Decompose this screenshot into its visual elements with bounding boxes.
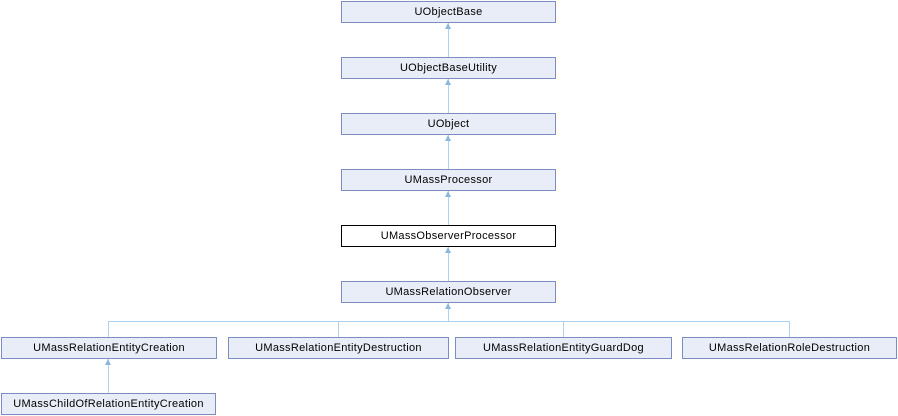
arrow-up-icon [445, 79, 451, 85]
edge-stub-umassrelationentitydestruction [338, 321, 339, 337]
edge-umassprocessor-to-uobject [448, 135, 449, 169]
class-node-uobjectbaseutility[interactable]: UObjectBaseUtility [341, 57, 556, 79]
arrow-up-icon [445, 23, 451, 29]
class-node-umassrelationentityguarddog[interactable]: UMassRelationEntityGuardDog [455, 337, 672, 359]
arrow-up-icon [445, 135, 451, 141]
class-node-umassprocessor[interactable]: UMassProcessor [341, 169, 556, 191]
edge-umasschildofrelationentitycreation-to-umassrelationentitycreation [108, 359, 109, 393]
arrow-up-icon [105, 359, 111, 365]
class-node-uobject[interactable]: UObject [341, 113, 556, 135]
edge-stub-umassrelationentitycreation [108, 321, 109, 337]
edge-umassobserverprocessor-to-umassprocessor [448, 191, 449, 225]
edge-umassrelationobserver-to-umassobserverprocessor [448, 247, 449, 281]
edge-uobject-to-uobjectbaseutility [448, 79, 449, 113]
edge-children-to-umassrelationobserver [448, 303, 449, 321]
arrow-up-icon [445, 191, 451, 197]
class-node-umassrelationentitycreation[interactable]: UMassRelationEntityCreation [1, 337, 217, 359]
class-node-umassrelationroledestruction[interactable]: UMassRelationRoleDestruction [682, 337, 897, 359]
edge-stub-umassrelationroledestruction [789, 321, 790, 337]
class-node-umassrelationentitydestruction[interactable]: UMassRelationEntityDestruction [228, 337, 449, 359]
class-node-umasschildofrelationentitycreation[interactable]: UMassChildOfRelationEntityCreation [1, 393, 216, 415]
class-node-umassobserverprocessor: UMassObserverProcessor [341, 225, 556, 247]
arrow-up-icon [445, 247, 451, 253]
class-node-umassrelationobserver[interactable]: UMassRelationObserver [341, 281, 556, 303]
arrow-up-icon [445, 303, 451, 309]
class-node-uobjectbase[interactable]: UObjectBase [341, 1, 556, 23]
edge-uobjectbaseutility-to-uobjectbase [448, 23, 449, 57]
edge-stub-umassrelationentityguarddog [563, 321, 564, 337]
edge-children-bus-line [108, 321, 790, 322]
